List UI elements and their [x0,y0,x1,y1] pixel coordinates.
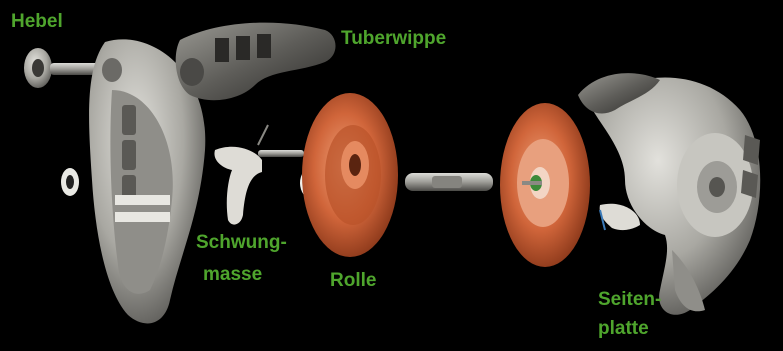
label-tuberwippe: Tuberwippe [341,28,446,50]
label-seitenplatte-line1: Seiten- [598,289,661,311]
label-hebel: Hebel [11,11,63,33]
label-seitenplatte-line2: platte [598,318,649,340]
label-rolle: Rolle [330,270,376,292]
middle-shaft-part [405,173,493,191]
seitenplatte-part [578,73,760,315]
rolle-part [302,93,398,257]
label-schwungmasse-line2: masse [203,264,262,286]
label-schwungmasse-line1: Schwung- [196,232,287,254]
right-spool-part [500,103,590,267]
tuberwippe-part [176,23,336,101]
